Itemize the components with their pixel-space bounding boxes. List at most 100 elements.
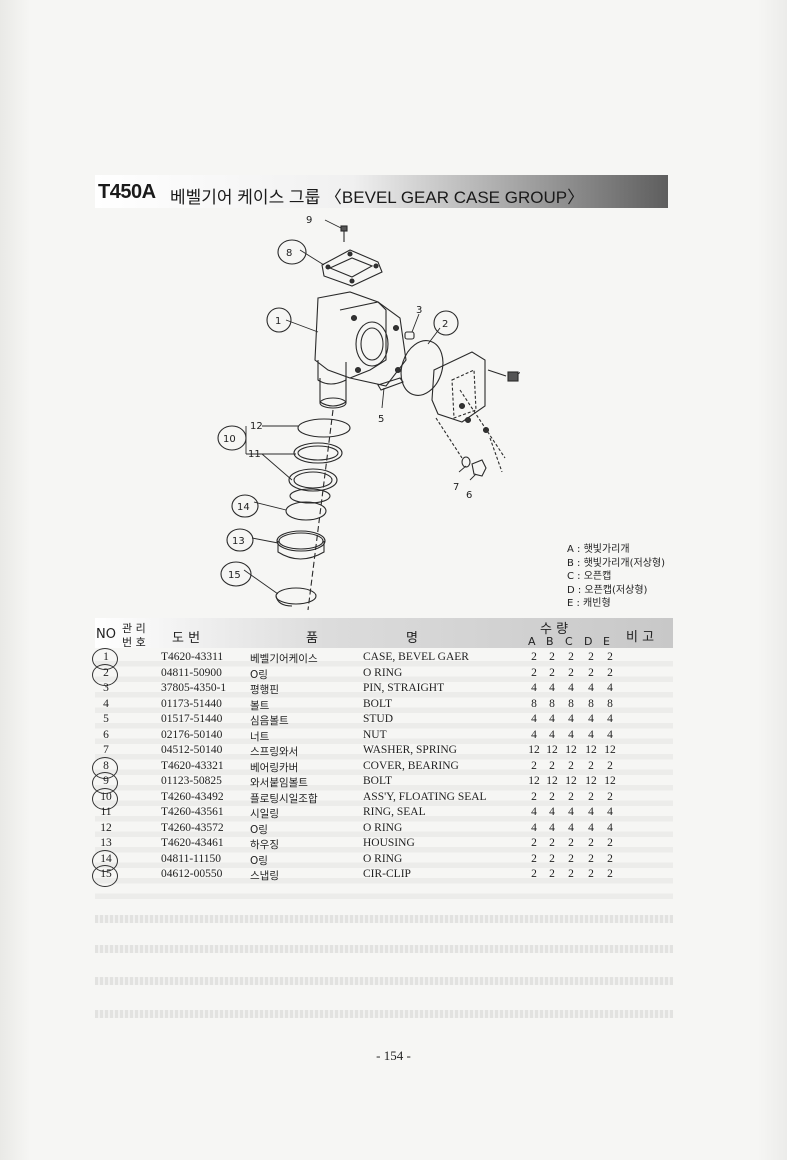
callout-15: 15 (228, 570, 241, 581)
part-name-korean: 하우징 (250, 839, 279, 851)
quantity-b: 2 (549, 759, 555, 772)
quantity-d: 12 (585, 775, 597, 787)
o-ring-drawing (400, 340, 444, 396)
callout-7: 7 (453, 482, 459, 493)
item-number: 6 (103, 728, 109, 741)
callout-2: 2 (442, 319, 448, 330)
part-name-english: RING, SEAL (363, 806, 426, 818)
item-number: 4 (103, 697, 109, 710)
part-name-korean: O링 (250, 668, 268, 681)
quantity-c: 4 (568, 821, 574, 834)
part-number: T4260-43492 (161, 790, 224, 803)
part-name-english: WASHER, SPRING (363, 744, 457, 756)
header-qty-e: E (603, 635, 610, 648)
part-name-korean: 베벨기어케이스 (250, 653, 318, 665)
quantity-a: 2 (531, 790, 537, 803)
part-number: 02176-50140 (161, 728, 223, 741)
quantity-d: 2 (588, 868, 594, 880)
quantity-d: 2 (588, 651, 594, 663)
quantity-a: 2 (531, 759, 537, 772)
header-qty-c: C (565, 635, 573, 648)
floating-seal-rings-drawing (288, 418, 351, 504)
part-number: 04811-11150 (161, 852, 222, 865)
quantity-c: 2 (568, 790, 574, 803)
quantity-d: 12 (585, 744, 597, 756)
item-number: 12 (100, 821, 112, 834)
quantity-d: 4 (588, 821, 594, 834)
header-name-2: 명 (406, 631, 418, 646)
part-number: 01517-51440 (161, 713, 223, 725)
callout-9: 9 (306, 215, 312, 226)
quantity-c: 2 (568, 651, 574, 663)
header-drawing-no: 도 번 (172, 631, 201, 646)
quantity-b: 8 (549, 697, 555, 710)
quantity-a: 8 (531, 697, 537, 710)
item-number: 7 (103, 744, 109, 756)
quantity-a: 4 (531, 728, 537, 741)
item-circle-mark (92, 865, 118, 887)
quantity-a: 4 (531, 713, 537, 725)
legend-item: D : 오픈캡(저상형) (567, 584, 648, 596)
quantity-c: 2 (568, 837, 574, 849)
quantity-b: 2 (549, 790, 555, 803)
part-name-korean: O링 (250, 823, 268, 836)
quantity-b: 2 (549, 651, 555, 663)
part-name-english: CIR-CLIP (363, 868, 411, 880)
quantity-a: 2 (531, 868, 537, 880)
header-remark: 비 고 (626, 630, 655, 645)
callout-3: 3 (416, 305, 422, 316)
part-number: T4620-43311 (161, 651, 224, 663)
legend-item: B : 햇빛가리개(저상형) (567, 557, 665, 569)
quantity-c: 12 (565, 775, 577, 787)
quantity-e: 12 (604, 744, 616, 756)
part-name-korean: 시일링 (250, 808, 279, 820)
part-number: T4620-43461 (161, 837, 224, 849)
housing-drawing (275, 501, 327, 607)
bolt-part-drawing (340, 225, 348, 242)
quantity-d: 4 (588, 713, 594, 725)
quantity-a: 2 (531, 666, 537, 679)
model-legend: A : 햇빛가리개 B : 햇빛가리개(저상형) C : 오픈캡 D : 오픈캡… (567, 543, 665, 611)
part-name-english: HOUSING (363, 837, 415, 849)
quantity-c: 2 (568, 759, 574, 772)
callout-14: 14 (237, 502, 250, 513)
straight-pin-drawing (404, 331, 415, 340)
item-circle-mark (92, 787, 118, 810)
bolt-4-drawing (487, 369, 519, 382)
empty-row-rule (95, 945, 673, 953)
quantity-c: 4 (568, 682, 574, 694)
part-name-korean: 볼트 (250, 699, 270, 712)
quantity-b: 4 (549, 821, 555, 834)
page-number: - 154 - (376, 1048, 411, 1063)
part-name-korean: O링 (250, 854, 268, 867)
header-name-1: 품 (306, 631, 318, 646)
part-name-korean: 스냅링 (250, 870, 279, 882)
section-title: 베벨기어 케이스 그룹 〈BEVEL GEAR CASE GROUP〉 (170, 188, 585, 207)
quantity-e: 2 (607, 666, 613, 679)
quantity-c: 8 (568, 697, 574, 710)
quantity-a: 4 (531, 821, 537, 834)
quantity-e: 2 (607, 790, 613, 803)
part-name-english: COVER, BEARING (363, 759, 459, 772)
part-number: 04512-50140 (161, 744, 223, 756)
item-number: 11 (100, 806, 112, 818)
quantity-c: 2 (568, 666, 574, 679)
item-number: 5 (103, 713, 109, 725)
legend-item: C : 오픈캡 (567, 571, 612, 582)
part-name-korean: 스프링와서 (250, 746, 299, 758)
quantity-a: 2 (531, 651, 537, 663)
quantity-b: 12 (546, 744, 558, 756)
part-number: 01123-50825 (161, 775, 222, 787)
callout-11: 11 (248, 449, 261, 460)
part-name-korean: 플로팅시일조합 (250, 792, 318, 805)
header-no: NO (96, 627, 116, 642)
part-name-korean: 평행핀 (250, 684, 279, 696)
